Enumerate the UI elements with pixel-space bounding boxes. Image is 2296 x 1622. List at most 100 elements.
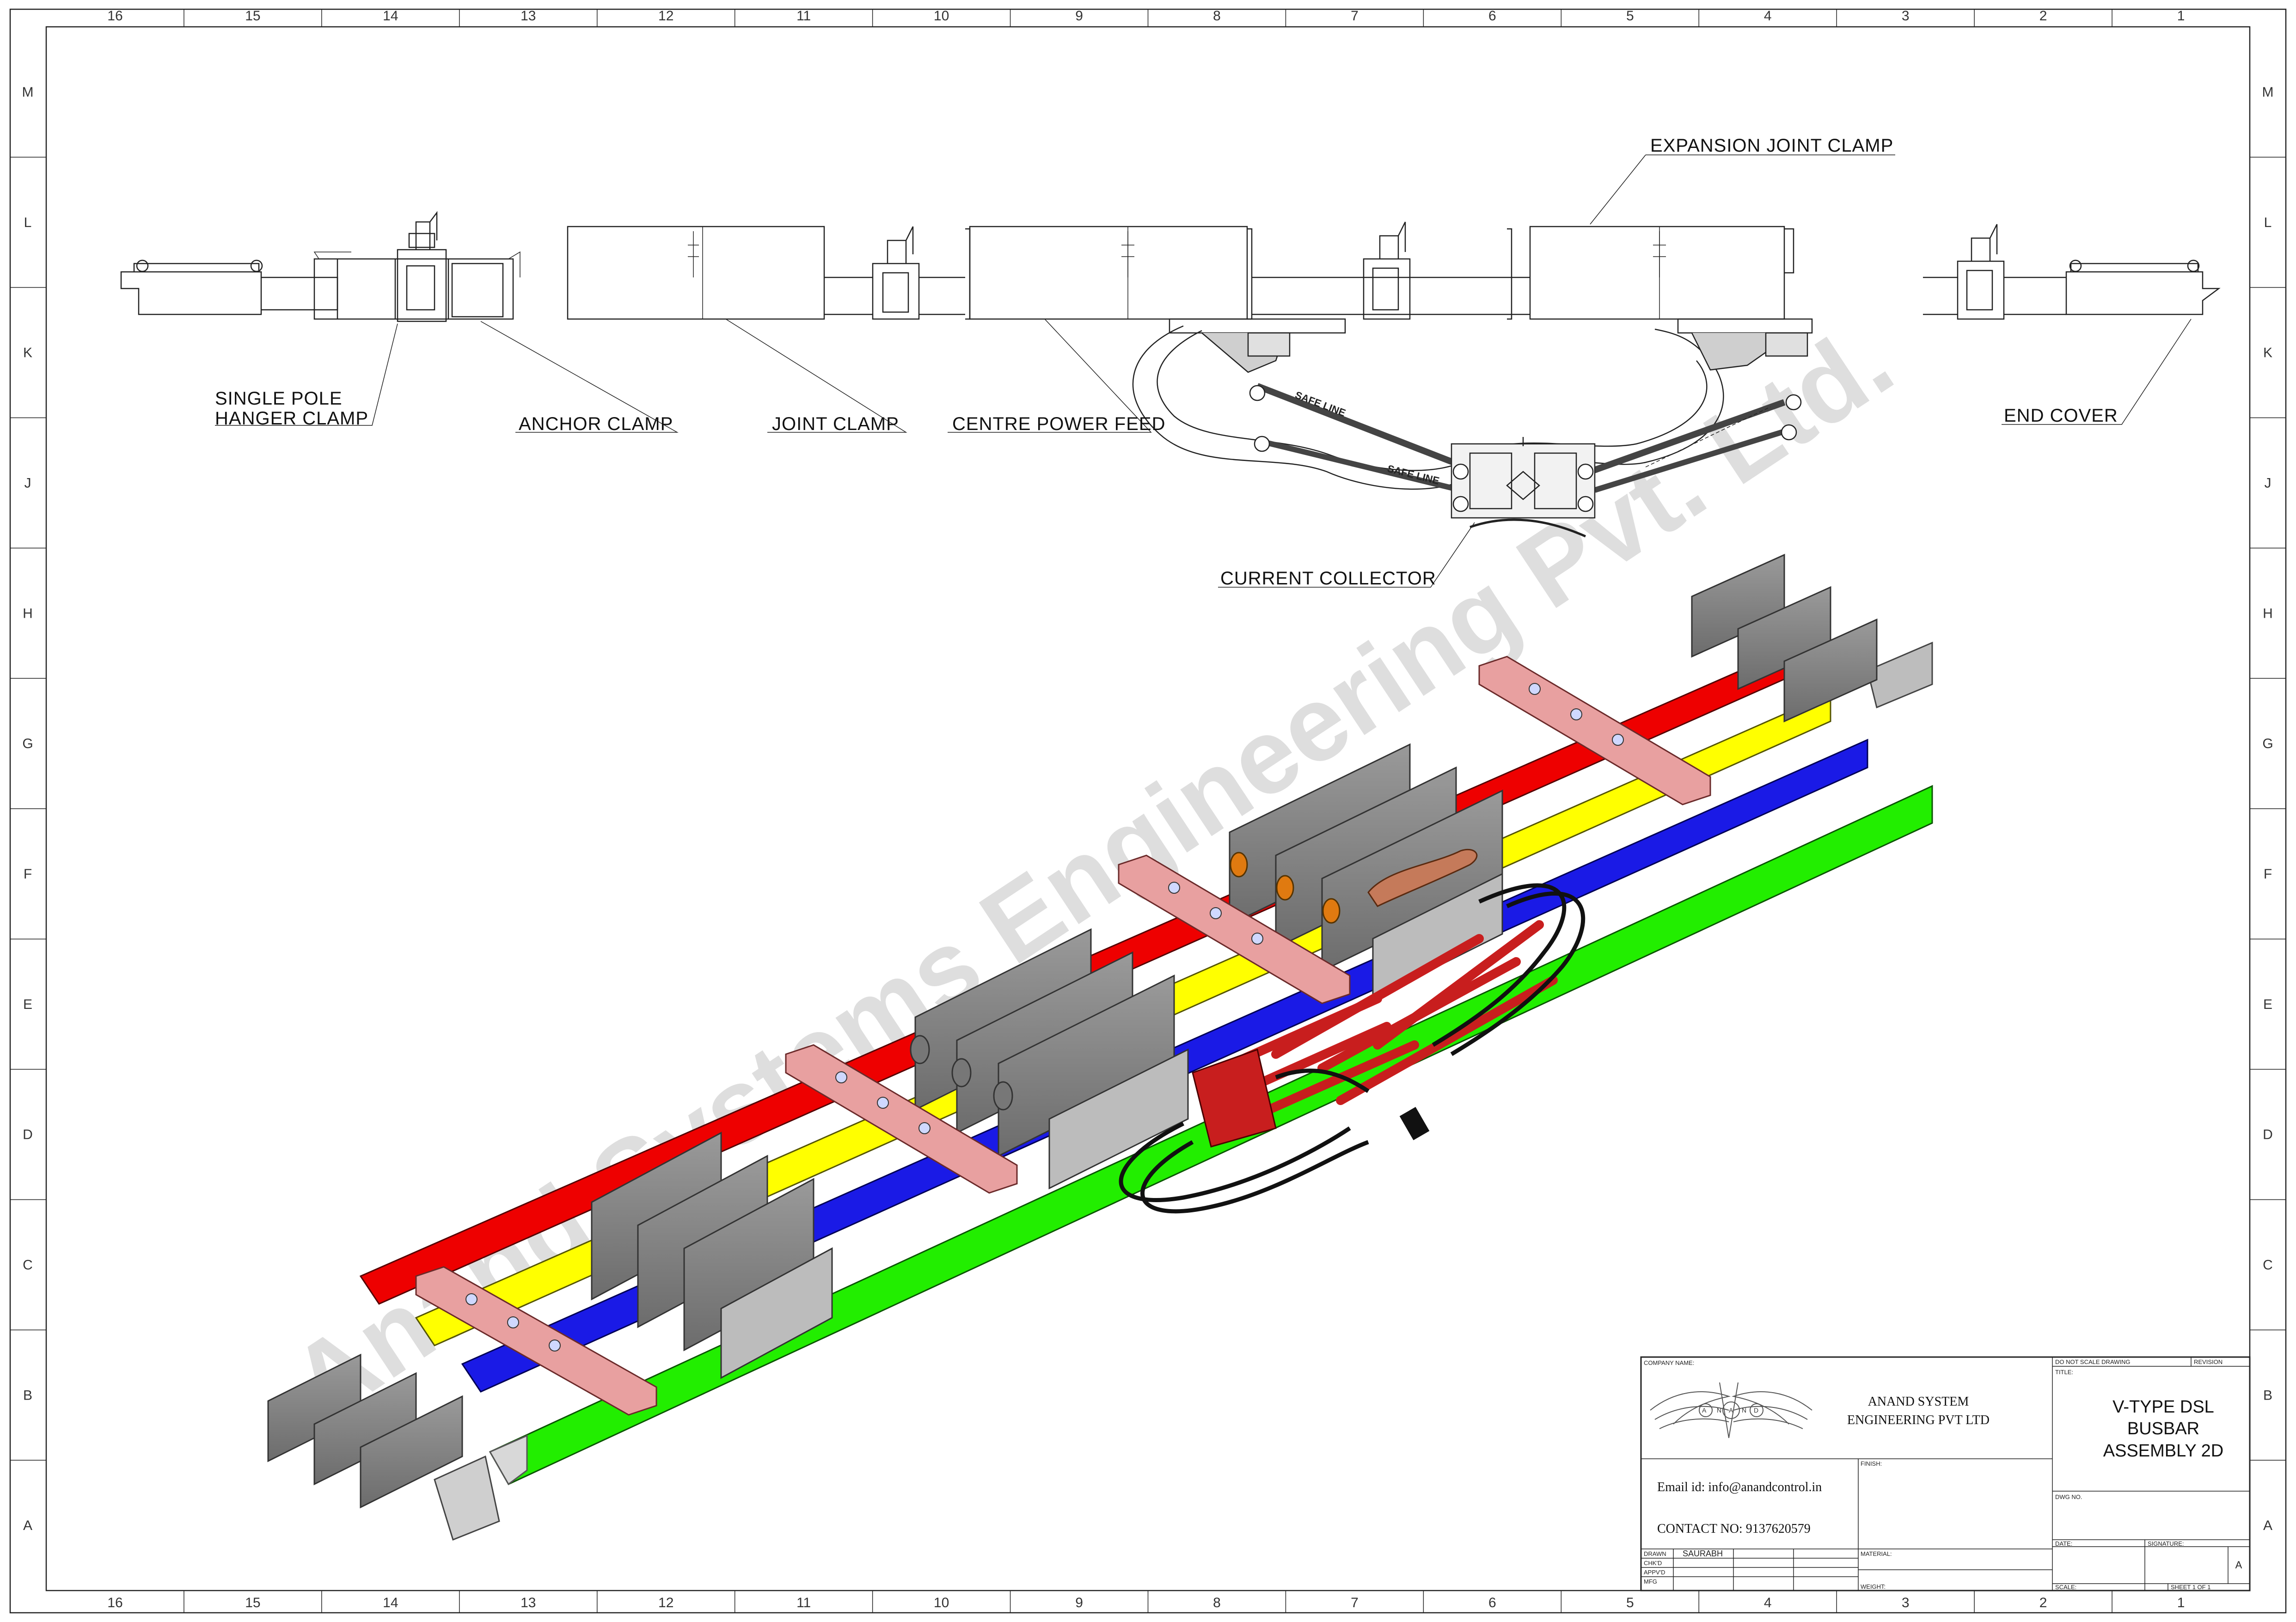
zone-column-label: 8 bbox=[1213, 8, 1221, 24]
svg-text:D: D bbox=[1754, 1407, 1758, 1414]
zone-row-label: D bbox=[23, 1127, 33, 1143]
elevation-view bbox=[120, 211, 2221, 538]
row-approved: APPV'D bbox=[1644, 1569, 1665, 1576]
do-not-scale-label: DO NOT SCALE DRAWING bbox=[2055, 1358, 2131, 1365]
row-checked: CHK'D bbox=[1644, 1560, 1662, 1567]
row-mfg: MFG bbox=[1644, 1578, 1657, 1585]
zone-row-label: C bbox=[2263, 1257, 2273, 1272]
callout-joint-clamp: JOINT CLAMP bbox=[772, 414, 899, 434]
zone-labels: 1616151514141313121211111010998877665544… bbox=[22, 8, 2274, 1610]
title-line-1: V-TYPE DSL bbox=[2112, 1397, 2214, 1417]
zone-row-label: M bbox=[22, 85, 34, 100]
row-drawn: DRAWN bbox=[1644, 1550, 1666, 1557]
callout-centre-power-feed: CENTRE POWER FEED bbox=[952, 414, 1165, 434]
zone-column-label: 2 bbox=[2039, 1595, 2047, 1610]
date-label: DATE: bbox=[2055, 1540, 2072, 1547]
zone-column-label: 1 bbox=[2177, 8, 2185, 24]
zone-column-label: 11 bbox=[796, 1595, 811, 1610]
zone-column-label: 16 bbox=[107, 8, 122, 24]
zone-row-label: G bbox=[2262, 736, 2273, 751]
zone-column-label: 16 bbox=[107, 1595, 122, 1610]
zone-column-label: 5 bbox=[1626, 8, 1634, 24]
zone-row-label: G bbox=[22, 736, 33, 751]
leader-lines bbox=[215, 154, 2192, 588]
callout-end-cover: END COVER bbox=[2004, 406, 2118, 426]
zone-column-label: 4 bbox=[1764, 1595, 1772, 1610]
sheet-label: SHEET 1 OF 1 bbox=[2171, 1584, 2210, 1591]
zone-column-label: 7 bbox=[1351, 1595, 1359, 1610]
zone-column-label: 11 bbox=[796, 8, 811, 24]
title-label: TITLE: bbox=[2055, 1369, 2073, 1376]
zone-row-label: K bbox=[23, 345, 32, 361]
zone-column-label: 15 bbox=[245, 8, 260, 24]
clamp-plate-1 bbox=[415, 1266, 657, 1416]
collector-arm-text-2: SAFE LINE bbox=[1386, 463, 1441, 487]
zone-column-label: 10 bbox=[934, 8, 949, 24]
drawn-name: SAURABH bbox=[1683, 1549, 1723, 1558]
zone-column-label: 5 bbox=[1626, 1595, 1634, 1610]
scale-label: SCALE: bbox=[2055, 1584, 2076, 1591]
svg-text:HANGER CLAMP: HANGER CLAMP bbox=[215, 408, 368, 429]
zone-dividers bbox=[10, 9, 2286, 1613]
company-name-line-1: ANAND SYSTEM bbox=[1868, 1395, 1969, 1409]
isometric-view bbox=[267, 553, 1933, 1541]
zone-row-label: K bbox=[2263, 345, 2272, 361]
watermark: Anand Systems Engineering Pvt. Ltd. bbox=[270, 300, 1912, 1443]
zone-column-label: 15 bbox=[245, 1595, 260, 1610]
zone-row-label: C bbox=[23, 1257, 33, 1272]
zone-column-label: 14 bbox=[383, 8, 398, 24]
callout-single-pole-hanger-clamp: SINGLE POLE HANGER CLAMP bbox=[215, 388, 368, 429]
svg-text:N: N bbox=[1742, 1407, 1746, 1414]
svg-text:A: A bbox=[1729, 1407, 1733, 1414]
zone-column-label: 10 bbox=[934, 1595, 949, 1610]
company-name-line-2: ENGINEERING PVT LTD bbox=[1847, 1413, 1990, 1427]
contact-text: CONTACT NO: 9137620579 bbox=[1657, 1522, 1811, 1536]
zone-row-label: M bbox=[2262, 85, 2274, 100]
company-logo bbox=[1650, 1382, 1812, 1438]
callout-anchor-clamp: ANCHOR CLAMP bbox=[519, 414, 673, 434]
revision-label: REVISION bbox=[2194, 1358, 2223, 1365]
size-value: A bbox=[2235, 1559, 2242, 1571]
logo-letters: A N A N D bbox=[1702, 1407, 1758, 1414]
signature-label: SIGNATURE: bbox=[2148, 1540, 2184, 1547]
zone-column-label: 3 bbox=[1902, 8, 1910, 24]
zone-row-label: A bbox=[23, 1518, 32, 1533]
zone-row-label: L bbox=[24, 215, 32, 230]
zone-column-label: 6 bbox=[1488, 1595, 1496, 1610]
finish-label: FINISH: bbox=[1861, 1460, 1882, 1467]
email-text: Email id: info@anandcontrol.in bbox=[1657, 1480, 1822, 1494]
zone-column-label: 13 bbox=[520, 8, 536, 24]
title-line-2: BUSBAR bbox=[2127, 1419, 2199, 1438]
zone-row-label: F bbox=[24, 866, 32, 882]
callout-current-collector: CURRENT COLLECTOR bbox=[1220, 568, 1436, 589]
title-line-3: ASSEMBLY 2D bbox=[2103, 1441, 2224, 1461]
weight-label: WEIGHT: bbox=[1861, 1583, 1886, 1590]
zone-row-label: E bbox=[2263, 997, 2272, 1012]
zone-column-label: 12 bbox=[658, 1595, 673, 1610]
svg-text:N: N bbox=[1717, 1407, 1721, 1414]
zone-row-label: H bbox=[23, 606, 33, 621]
zone-row-label: E bbox=[23, 997, 32, 1012]
zone-row-label: D bbox=[2263, 1127, 2273, 1143]
zone-column-label: 8 bbox=[1213, 1595, 1221, 1610]
zone-row-label: H bbox=[2263, 606, 2273, 621]
zone-column-label: 6 bbox=[1488, 8, 1496, 24]
zone-column-label: 3 bbox=[1902, 1595, 1910, 1610]
material-label: MATERIAL: bbox=[1861, 1550, 1892, 1557]
zone-column-label: 2 bbox=[2039, 8, 2047, 24]
zone-column-label: 7 bbox=[1351, 8, 1359, 24]
dwg-no-label: DWG NO. bbox=[2055, 1493, 2082, 1500]
company-name-label: COMPANY NAME: bbox=[1644, 1359, 1694, 1366]
zone-row-label: L bbox=[2264, 215, 2272, 230]
svg-text:SINGLE POLE: SINGLE POLE bbox=[215, 388, 343, 409]
svg-text:A: A bbox=[1702, 1407, 1707, 1414]
zone-column-label: 14 bbox=[383, 1595, 398, 1610]
zone-row-label: J bbox=[24, 475, 31, 491]
zone-row-label: B bbox=[23, 1388, 32, 1403]
callout-expansion-joint-clamp: EXPANSION JOINT CLAMP bbox=[1650, 135, 1893, 156]
zone-column-label: 9 bbox=[1075, 8, 1083, 24]
zone-row-label: J bbox=[2265, 475, 2272, 491]
zone-column-label: 4 bbox=[1764, 8, 1772, 24]
zone-column-label: 1 bbox=[2177, 1595, 2185, 1610]
